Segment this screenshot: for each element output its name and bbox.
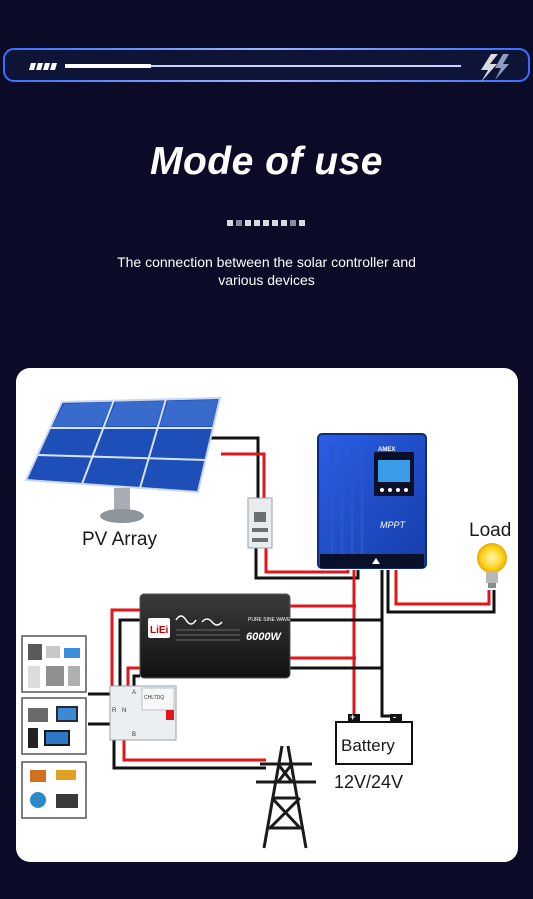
ats-a-label: A: [132, 690, 136, 696]
ats-switch: CHLTDQ R N A B: [110, 686, 176, 740]
bulb-icon: [477, 543, 507, 588]
battery-label: Battery: [341, 736, 395, 755]
dc-breaker: [248, 498, 272, 548]
battery-voltage-label: 12V/24V: [334, 772, 403, 792]
ats-n-label: N: [122, 708, 126, 714]
wiring-diagram: PV Array AMEX MPPT: [16, 368, 518, 862]
inverter-brand: LiEi: [150, 625, 169, 636]
battery-plus-label: +: [350, 712, 355, 722]
inverter: LiEi PURE SINE WAVE 6000W: [140, 594, 291, 678]
inverter-power-label: 6000W: [246, 631, 282, 643]
solar-panel: [26, 398, 220, 523]
battery: + - Battery: [336, 712, 412, 764]
controller-mppt-label: MPPT: [380, 520, 407, 530]
subtitle-line-2: various devices: [0, 271, 533, 289]
ats-r-label: R: [112, 708, 117, 714]
device-box-office: [22, 698, 86, 754]
device-box-appliances: [22, 636, 86, 692]
load-label: Load: [469, 520, 511, 541]
page-subtitle: The connection between the solar control…: [0, 253, 533, 289]
mppt-controller: AMEX MPPT: [318, 434, 426, 568]
ats-brand: CHLTDQ: [144, 695, 164, 701]
controller-brand: AMEX: [378, 447, 395, 453]
inverter-wave-label: PURE SINE WAVE: [248, 617, 291, 623]
top-banner-bar: [3, 46, 531, 84]
page-title: Mode of use: [0, 140, 533, 184]
subtitle-line-1: The connection between the solar control…: [0, 253, 533, 271]
wiring-diagram-card: PV Array AMEX MPPT: [16, 368, 518, 862]
pv-array-label: PV Array: [82, 529, 157, 550]
battery-minus-label: -: [393, 712, 396, 722]
ats-b-label: B: [132, 732, 136, 738]
device-box-tools: [22, 762, 86, 818]
title-divider-dots: [227, 220, 305, 228]
